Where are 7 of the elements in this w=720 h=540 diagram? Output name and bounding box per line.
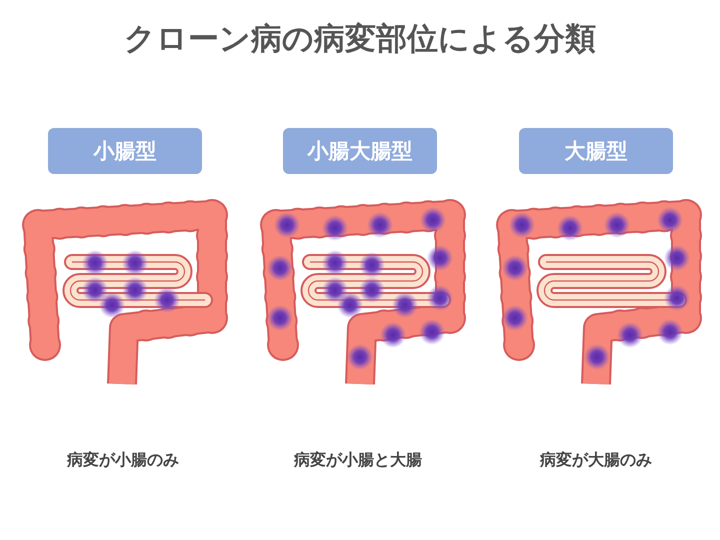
header-box: 小腸大腸型 (283, 128, 437, 174)
caption: 病変が小腸と大腸 (292, 450, 423, 471)
header-box: 小腸型 (48, 128, 202, 174)
title: クローン病の病変部位による分類 (123, 20, 597, 59)
caption: 病変が小腸のみ (66, 450, 180, 471)
header-box: 大腸型 (519, 128, 673, 174)
caption: 病変が大腸のみ (538, 450, 653, 471)
